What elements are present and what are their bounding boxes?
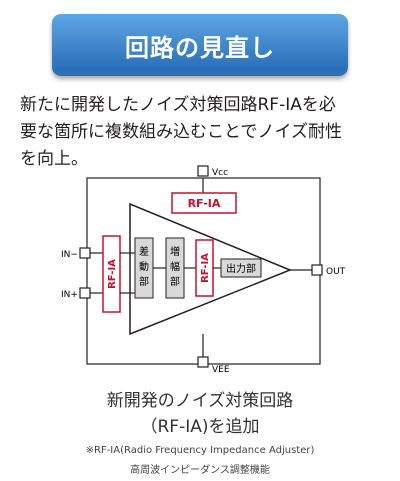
svg-text:動: 動: [139, 260, 149, 273]
vee-terminal: [197, 356, 209, 368]
title-banner: 回路の見直し: [52, 14, 348, 76]
vcc-label: Vcc: [212, 168, 228, 178]
rfia-inner-label: RF-IA: [200, 253, 211, 283]
caption-line: 新開発のノイズ対策回路: [106, 391, 294, 411]
in-minus-terminal: [79, 247, 91, 259]
out-label: OUT: [326, 267, 346, 277]
footnote-line: ※RF-IA(Radio Frequency Impedance Adjuste…: [85, 445, 315, 456]
intro-line: を向上。: [20, 149, 88, 169]
intro-line: 新たに開発したノイズ対策回路RF-IAを必: [20, 95, 336, 115]
output-block: [220, 258, 262, 278]
in-minus-label: IN−: [61, 250, 78, 260]
caption-line: （RF-IA)を追加: [140, 417, 260, 437]
circuit-diagram: Vcc RF-IA IN− IN+ RF-IA 差 動 部 増 幅 部 RF-I…: [61, 165, 346, 375]
page-title: 回路の見直し: [125, 33, 275, 62]
intro-text: 新たに開発したノイズ対策回路RF-IAを必 要な箇所に複数組み込むことでノイズ耐…: [20, 92, 390, 173]
vcc-terminal: [197, 165, 209, 177]
amp-block-label: 増 幅 部: [170, 245, 180, 288]
svg-text:部: 部: [170, 275, 180, 288]
rfia-left-block: [102, 235, 121, 313]
svg-text:部: 部: [139, 275, 149, 288]
rfia-top-block: [171, 192, 237, 214]
svg-text:幅: 幅: [170, 260, 180, 273]
in-plus-terminal: [79, 287, 91, 299]
rfia-top-label: RF-IA: [188, 197, 221, 210]
output-block-label: 出力部: [226, 262, 256, 275]
intro-line: 要な箇所に複数組み込むことでノイズ耐性: [20, 122, 342, 142]
footnote-line: 高周波インピーダンス調整機能: [130, 465, 270, 476]
svg-text:差: 差: [139, 245, 149, 258]
rfia-left-label: RF-IA: [107, 259, 118, 289]
out-terminal: [311, 264, 323, 276]
in-plus-label: IN+: [61, 290, 78, 300]
vee-label: VEE: [212, 365, 230, 375]
diff-block-label: 差 動 部: [139, 245, 149, 288]
svg-text:増: 増: [170, 245, 180, 258]
